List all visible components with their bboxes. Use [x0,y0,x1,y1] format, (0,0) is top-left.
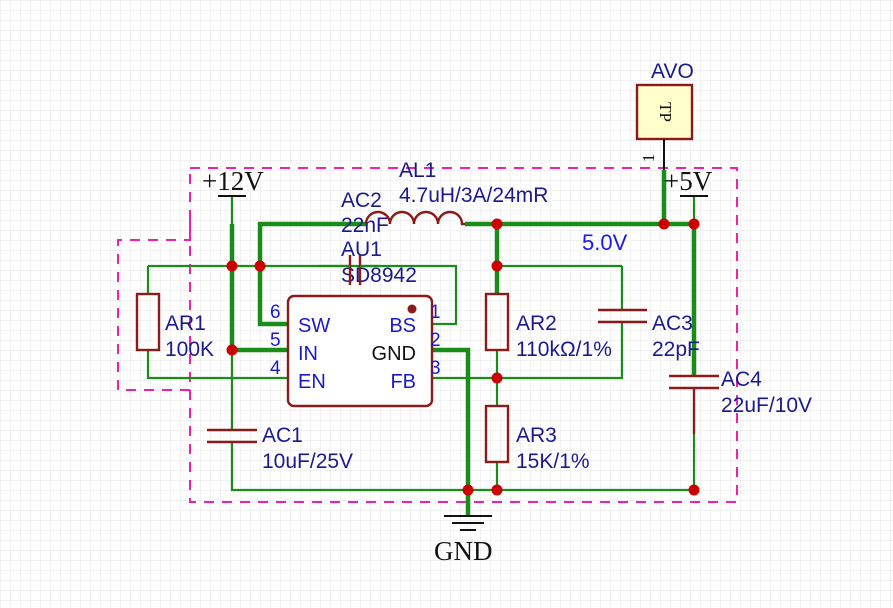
ic-pin-name-gnd: GND [372,343,416,365]
board-boundary [117,167,738,503]
ic-pin-num-gnd: 2 [430,330,441,351]
capacitor-ac2[interactable]: AC2 22nF [318,189,389,285]
junction-dots [226,218,700,496]
ar1-ref: AR1 [165,312,206,335]
gnd-label: GND [434,536,493,566]
power-5v-label: +5V [664,166,713,196]
ic-pin-name-en: EN [298,371,326,393]
ic-ref: AU1 [341,238,382,261]
tp-pin-number: 1 [639,154,658,163]
ac4-ref: AC4 [721,368,762,391]
capacitor-ac1[interactable]: AC1 10uF/25V [207,424,353,473]
ac1-value: 10uF/25V [262,450,353,473]
ar3-value: 15K/1% [516,450,590,473]
ic-pin-num-sw: 6 [270,302,281,323]
capacitor-ac4[interactable]: AC4 22uF/10V [669,368,812,434]
ac3-value: 22pF [652,338,700,361]
ac1-ref: AC1 [262,424,303,447]
tp-ref: AVO [651,60,694,83]
power-symbol-12v[interactable]: +12V [202,166,264,197]
ac4-value: 22uF/10V [721,394,812,417]
ic-pin-name-in: IN [298,343,318,365]
al1-ref: AL1 [399,159,436,182]
ar3-ref: AR3 [516,424,557,447]
ic-pin-name-bs: BS [389,315,416,337]
power-symbol-5v[interactable]: +5V [664,166,713,197]
ic-pin-num-bs: 1 [430,302,441,323]
ic-pin-num-en: 4 [270,358,281,379]
ground-symbol[interactable]: GND [434,515,493,566]
ic-pin1-marker [407,304,417,314]
tp-body-label: TP [656,102,675,122]
ic-pin-name-sw: SW [298,315,330,337]
ic-pin-num-fb: 3 [430,358,441,379]
capacitor-ac3[interactable]: AC3 22pF [598,308,700,361]
inductor-al1[interactable]: AL1 4.7uH/3A/24mR [364,159,548,226]
power-12v-label: +12V [202,166,264,196]
ac2-value: 22nF [341,214,389,237]
resistor-ar3[interactable]: AR3 15K/1% [484,404,590,473]
al1-value: 4.7uH/3A/24mR [399,184,548,207]
test-point-avo[interactable]: TP 1 AVO [635,60,694,170]
ar1-value: 100K [165,338,214,361]
ac2-ref: AC2 [341,189,382,212]
ic-pin-name-fb: FB [390,371,416,393]
net-label-5v0: 5.0V [582,230,628,255]
resistor-ar2[interactable]: AR2 110kΩ/1% [484,292,612,361]
ic-pin-num-in: 5 [270,330,281,351]
ar2-ref: AR2 [516,312,557,335]
ic-part: SD8942 [341,264,417,287]
resistor-ar1[interactable]: AR1 100K [135,292,214,361]
ar2-value: 110kΩ/1% [516,338,612,361]
ac3-ref: AC3 [652,312,693,335]
